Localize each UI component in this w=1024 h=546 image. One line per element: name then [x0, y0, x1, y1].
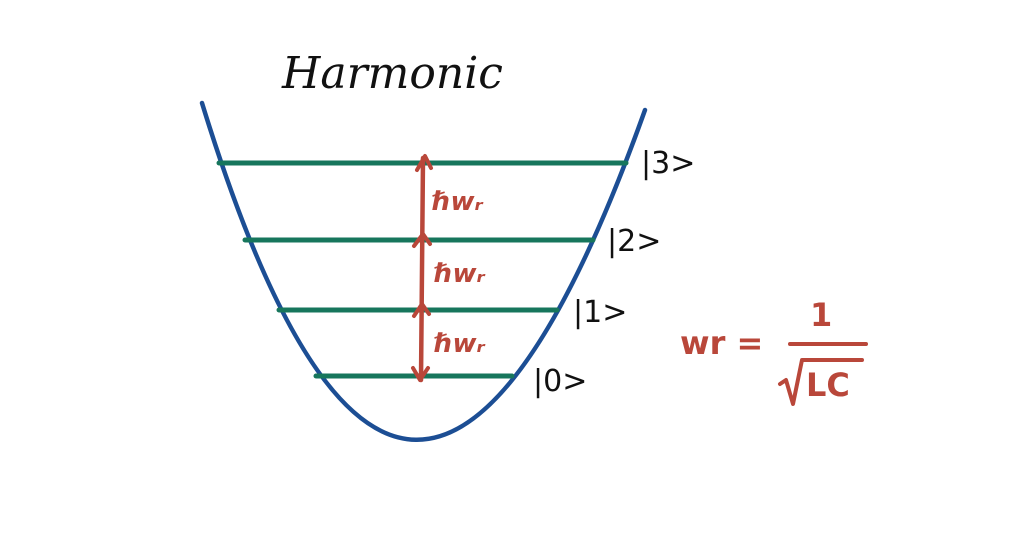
diagram-title: Harmonic: [281, 48, 503, 99]
transition-tick-2: [412, 232, 432, 248]
transition-tick-0: [411, 366, 430, 382]
formula-numerator: 1: [810, 296, 832, 334]
formula-sqrt-sign: [778, 358, 864, 406]
energy-gap-label-1-0: ℏwᵣ: [434, 329, 486, 359]
formula-denominator: LC: [806, 366, 850, 404]
ket-label-2: |2>: [607, 224, 661, 259]
transition-line: [418, 155, 426, 383]
formula-lhs: wr =: [680, 324, 763, 362]
potential-well-curve: [199, 100, 648, 442]
transition-tick-3: [415, 154, 433, 172]
energy-gap-label-2-1: ℏwᵣ: [434, 259, 486, 289]
energy-gap-label-3-2: ℏwᵣ: [432, 187, 484, 217]
ket-label-0: |0>: [533, 364, 587, 399]
ket-label-1: |1>: [573, 295, 627, 330]
ket-label-3: |3>: [641, 146, 695, 181]
transition-tick-1: [412, 302, 431, 318]
